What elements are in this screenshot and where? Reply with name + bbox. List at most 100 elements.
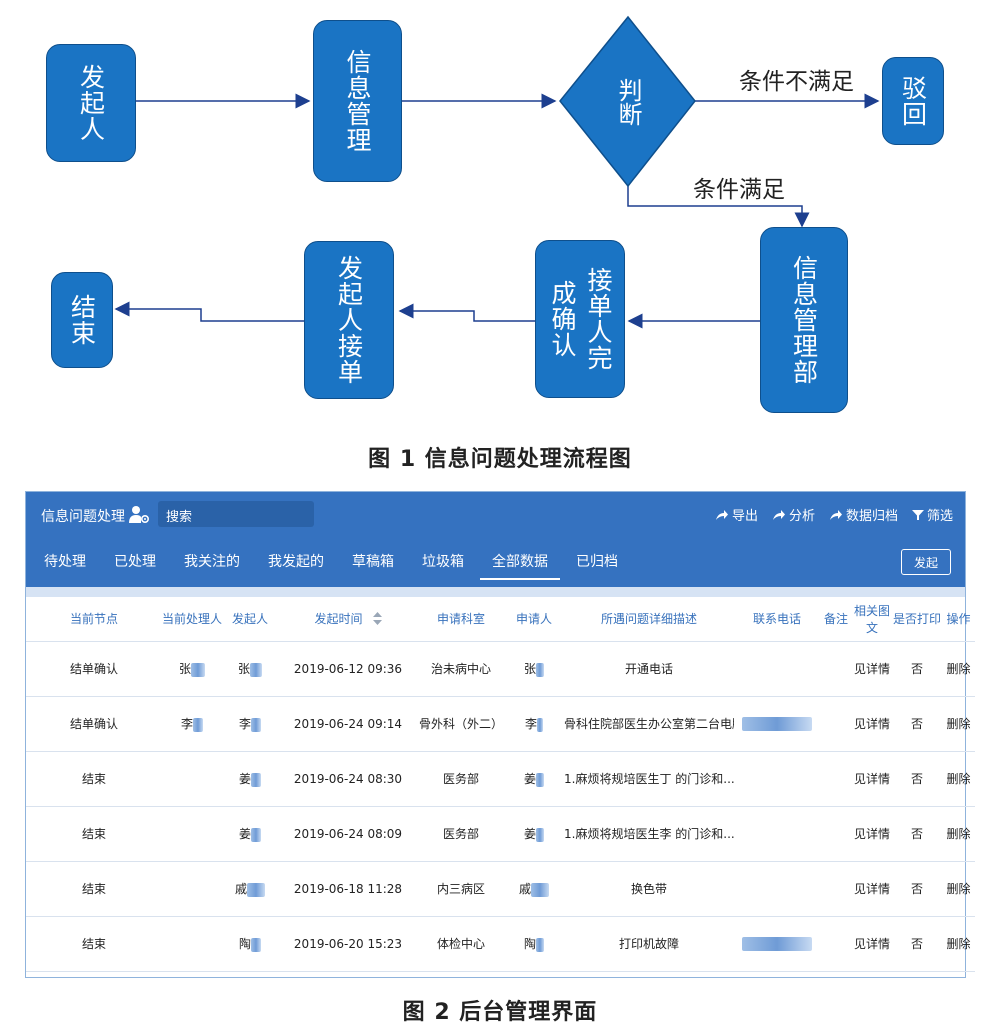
toolbar-actions: 导出 分析 数据归档 筛选 (715, 505, 953, 524)
cell-handler (162, 861, 222, 917)
cell-printed: 否 (892, 696, 942, 752)
applicant-name: 陶 (523, 937, 536, 951)
node-reject-label: 驳回 (898, 75, 928, 127)
tab-followed[interactable]: 我关注的 (184, 554, 240, 570)
details-link[interactable]: 见详情 (852, 696, 892, 752)
table-row[interactable]: 结束 陶 2019-06-20 15:23 体检中心 陶 打印机故障 见详情 否… (26, 916, 975, 972)
cell-department: 治未病中心 (418, 641, 504, 697)
table-row[interactable]: 结束 姜 2019-06-24 08:30 医务部 姜 1.麻烦将规培医生丁 的… (26, 751, 975, 807)
initiator-name: 张 (237, 662, 250, 676)
cell-time: 2019-06-24 09:14 (278, 696, 418, 752)
col-initiated-time[interactable]: 发起时间 (278, 597, 418, 642)
tab-bar: 待处理 已处理 我关注的 我发起的 草稿箱 垃圾箱 全部数据 已归档 (44, 551, 646, 580)
judge-diamond (559, 15, 696, 188)
details-link[interactable]: 见详情 (852, 916, 892, 972)
col-current-handler: 当前处理人 (162, 597, 222, 642)
tab-archived[interactable]: 已归档 (576, 554, 618, 570)
node-end: 结束 (51, 272, 113, 368)
search-input[interactable]: 搜索 (158, 501, 314, 527)
col-description: 所遇问题详细描述 (564, 597, 734, 642)
user-settings-icon[interactable] (128, 504, 150, 528)
node-initiator: 发起人 (46, 44, 136, 162)
delete-link[interactable]: 删除 (942, 751, 975, 807)
col-applicant: 申请人 (504, 597, 564, 642)
cell-handler (162, 916, 222, 972)
tab-all-data[interactable]: 全部数据 (480, 551, 560, 580)
cell-printed: 否 (892, 806, 942, 862)
details-link[interactable]: 见详情 (852, 641, 892, 697)
cell-printed: 否 (892, 861, 942, 917)
cell-initiator: 戚 (222, 861, 278, 917)
details-link[interactable]: 见详情 (852, 861, 892, 917)
node-info-dept-label: 信息管理部 (789, 255, 819, 385)
applicant-name: 姜 (523, 772, 536, 786)
redaction (536, 937, 544, 952)
cell-applicant: 戚 (504, 861, 564, 917)
cell-initiator: 陶 (222, 916, 278, 972)
tab-drafts[interactable]: 草稿箱 (352, 554, 394, 570)
node-confirm: 接单人完成确认 (535, 240, 625, 398)
delete-link[interactable]: 删除 (942, 861, 975, 917)
redaction (536, 827, 544, 842)
initiator-name: 姜 (238, 772, 251, 786)
redaction (742, 936, 812, 951)
sort-icon[interactable] (372, 611, 382, 628)
initiator-name: 姜 (238, 827, 251, 841)
details-link[interactable]: 见详情 (852, 806, 892, 862)
node-confirm-label: 接单人完成确认 (548, 267, 613, 371)
table-row[interactable]: 结束 姜 2019-06-24 08:09 医务部 姜 1.麻烦将规培医生李 的… (26, 806, 975, 862)
initiate-button[interactable]: 发起 (901, 549, 951, 575)
cell-handler (162, 806, 222, 862)
cell-applicant: 姜 (504, 806, 564, 862)
col-department: 申请科室 (418, 597, 504, 642)
node-end-label: 结束 (67, 294, 97, 346)
cell-applicant: 张 (504, 641, 564, 697)
initiator-name: 陶 (238, 937, 251, 951)
delete-link[interactable]: 删除 (942, 916, 975, 972)
cell-remarks (820, 861, 852, 917)
share-arrow-icon (772, 509, 785, 520)
col-initiated-time-label: 发起时间 (314, 612, 363, 626)
tab-pending[interactable]: 待处理 (44, 554, 86, 570)
delete-link[interactable]: 删除 (942, 806, 975, 862)
cell-phone (734, 861, 820, 917)
analyze-button[interactable]: 分析 (772, 505, 815, 524)
edge-confirm-to-accept (398, 303, 535, 322)
cell-department: 医务部 (418, 806, 504, 862)
cell-description: 骨科住院部医生办公室第二台电脑... (564, 696, 734, 752)
node-info-management: 信息管理 (313, 20, 402, 182)
header-band (26, 587, 965, 597)
node-info-dept: 信息管理部 (760, 227, 848, 413)
archive-button[interactable]: 数据归档 (829, 505, 898, 524)
redaction (250, 662, 262, 677)
details-link[interactable]: 见详情 (852, 751, 892, 807)
edge-judge-to-dept (627, 186, 810, 228)
cell-phone (734, 641, 820, 697)
table-row[interactable]: 结束 戚 2019-06-18 11:28 内三病区 戚 换色带 见详情 否 删… (26, 861, 975, 917)
col-operation: 操作 (942, 597, 975, 642)
app-title: 信息问题处理 (41, 509, 125, 525)
table-row[interactable]: 结单确认 李 李 2019-06-24 09:14 骨外科（外二） 李 骨科住院… (26, 696, 975, 752)
label-met: 条件满足 (693, 177, 785, 203)
export-button[interactable]: 导出 (715, 505, 758, 524)
tab-processed[interactable]: 已处理 (114, 554, 156, 570)
delete-link[interactable]: 删除 (942, 696, 975, 752)
tab-trash[interactable]: 垃圾箱 (422, 554, 464, 570)
analyze-label: 分析 (788, 509, 815, 524)
col-remarks: 备注 (820, 597, 852, 642)
cell-remarks (820, 806, 852, 862)
cell-applicant: 姜 (504, 751, 564, 807)
delete-link[interactable]: 删除 (942, 641, 975, 697)
col-initiator: 发起人 (222, 597, 278, 642)
export-label: 导出 (731, 509, 758, 524)
cell-initiator: 张 (222, 641, 278, 697)
admin-screenshot: 信息问题处理 搜索 导出 分析 数据归档 (25, 491, 975, 978)
figure2-caption: 图 2 后台管理界面 (402, 1000, 598, 1025)
tab-initiated[interactable]: 我发起的 (268, 554, 324, 570)
redaction (191, 662, 205, 677)
cell-node: 结束 (26, 916, 162, 972)
filter-button[interactable]: 筛选 (911, 505, 953, 524)
cell-description: 1.麻烦将规培医生丁 的门诊和... (564, 751, 734, 807)
table-row[interactable]: 结单确认 张 张 2019-06-12 09:36 治未病中心 张 开通电话 见… (26, 641, 975, 697)
figure1-caption: 图 1 信息问题处理流程图 (368, 447, 632, 472)
